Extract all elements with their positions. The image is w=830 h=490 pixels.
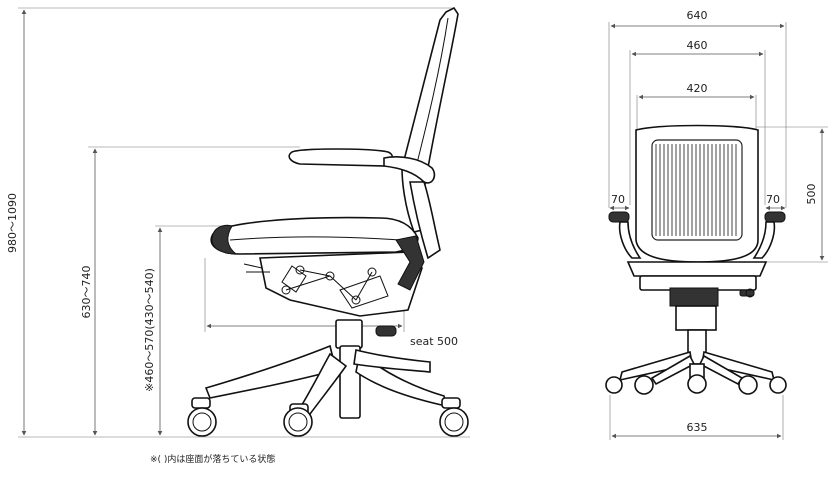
seat-depth-label: seat 500 [410, 335, 458, 348]
front-back-mesh [655, 144, 737, 236]
armrest-width-right-label: 70 [766, 193, 780, 206]
front-casters [605, 374, 787, 395]
arm-outer-width-label: 460 [687, 39, 708, 52]
seat-depth-dimension: seat 500 [206, 323, 458, 348]
side-caster-right [439, 397, 469, 437]
base-width-bottom-label: 635 [687, 421, 708, 434]
armrest-width-left-label: 70 [611, 193, 625, 206]
front-backrest [635, 124, 759, 263]
side-caster-left [187, 397, 217, 437]
seat-height-dimension: ※460～570(430～540) [143, 227, 163, 436]
armrest-width-left-dimension: 70 [609, 193, 630, 211]
front-armrests [608, 211, 786, 259]
back-height-label: 500 [805, 184, 818, 205]
front-view: 640 460 420 500 70 70 635 [605, 9, 828, 440]
base-width-bottom-dimension: 635 [611, 421, 782, 439]
back-width-label: 420 [687, 82, 708, 95]
footnote: ※( )内は座面が落ちている状態 [150, 453, 275, 465]
overall-height-dimension: 980～1090 [6, 9, 27, 436]
side-base [187, 319, 469, 437]
arm-outer-width-dimension: 460 [631, 39, 764, 57]
front-seat [626, 261, 768, 331]
overall-height-label: 980～1090 [6, 193, 19, 253]
back-width-dimension: 420 [638, 82, 755, 100]
base-width-top-label: 640 [687, 9, 708, 22]
side-backrest [401, 6, 459, 233]
side-caster-center [283, 403, 313, 437]
base-width-top-dimension: 640 [610, 9, 785, 29]
side-seat [210, 216, 419, 255]
armrest-height-dimension: 630～740 [80, 148, 98, 436]
side-armrest [288, 148, 441, 260]
side-view: 980～1090 630～740 ※460～570(430～540) seat … [6, 6, 470, 438]
front-base [605, 329, 787, 395]
armrest-width-right-dimension: 70 [765, 193, 786, 211]
armrest-height-label: 630～740 [80, 266, 93, 319]
back-height-dimension: 500 [805, 128, 825, 261]
seat-height-label: ※460～570(430～540) [143, 268, 156, 392]
side-mechanism [243, 235, 425, 337]
